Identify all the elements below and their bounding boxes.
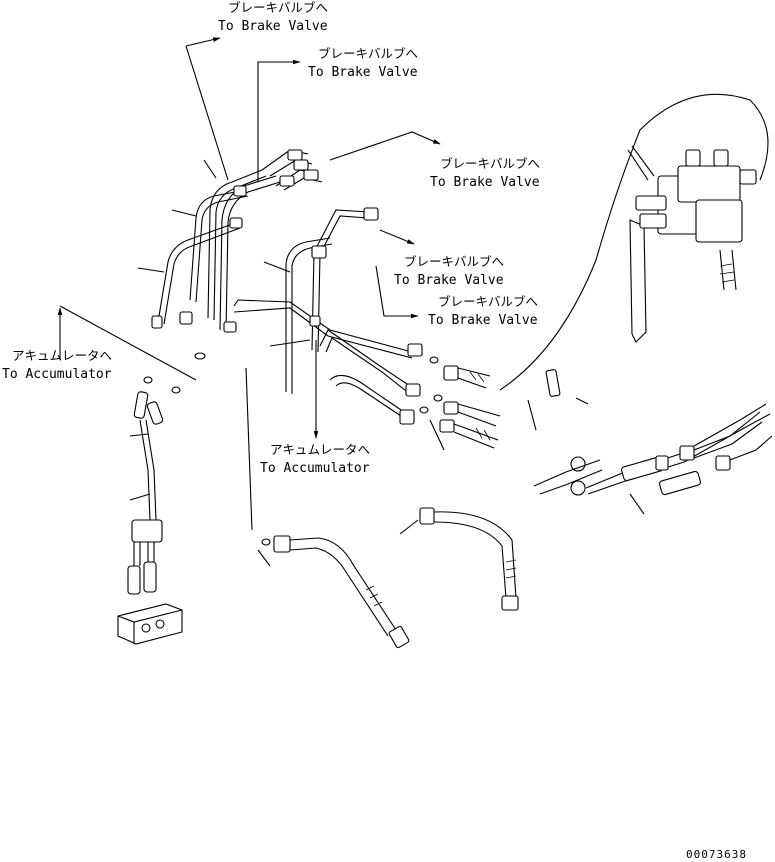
fitting-nut — [405, 383, 421, 397]
fitting-nut — [309, 315, 321, 327]
o-ring — [194, 352, 206, 360]
brake-valve-detail — [499, 93, 769, 391]
clamp — [570, 456, 586, 472]
o-ring — [433, 394, 443, 402]
brake-valve-jp-label: ブレーキバルブへ — [318, 46, 418, 61]
fitting-nut — [151, 315, 163, 329]
arrow-to-brake-valve-3 — [329, 131, 441, 161]
fitting-nut — [293, 159, 309, 171]
fitting-nut — [363, 207, 379, 221]
brake-valve-jp-label: ブレーキバルブへ — [404, 254, 504, 269]
arrow-to-brake-valve-5 — [375, 265, 419, 319]
label-brake-valve-2: ブレーキバルブへ To Brake Valve — [308, 46, 418, 80]
brake-valve-en-label: To Brake Valve — [394, 273, 504, 288]
brake-valve-jp-label: ブレーキバルブへ — [440, 156, 540, 171]
fitting-nut — [287, 149, 303, 161]
pipe-fittings — [143, 149, 443, 546]
fitting-nut — [233, 185, 247, 197]
o-ring — [143, 376, 153, 384]
fitting-nut — [223, 321, 237, 333]
label-brake-valve-3: ブレーキバルブへ To Brake Valve — [430, 156, 540, 190]
label-accumulator-1: アキュムレータへ To Accumulator — [2, 348, 112, 382]
arrow-to-brake-valve-2 — [257, 59, 301, 182]
brake-valve-en-label: To Brake Valve — [218, 19, 328, 34]
brake-valve-en-label: To Brake Valve — [430, 175, 540, 190]
valve-bracket — [629, 219, 647, 343]
fitting-nut — [179, 311, 193, 325]
fitting-nut — [303, 169, 319, 181]
fitting-nut — [279, 175, 295, 187]
o-ring — [171, 386, 181, 394]
manifold-block — [117, 603, 183, 645]
o-ring — [419, 406, 429, 414]
accumulator-jp-label: アキュムレータへ — [270, 442, 370, 457]
right-center-hoses — [419, 365, 519, 611]
label-brake-valve-4: ブレーキバルブへ To Brake Valve — [394, 254, 504, 288]
center-hose — [273, 535, 410, 649]
brake-valve-en-label: To Brake Valve — [428, 313, 538, 328]
part-leader-lines — [129, 159, 645, 567]
arrow-to-brake-valve-1 — [185, 37, 221, 47]
accumulator-jp-label: アキュムレータへ — [12, 348, 112, 363]
drawing-number: 00073638 — [686, 848, 747, 861]
fitting-nut — [399, 409, 415, 425]
label-accumulator-2: アキュムレータへ To Accumulator — [260, 442, 370, 476]
accumulator-en-label: To Accumulator — [260, 461, 370, 476]
clamp — [570, 480, 586, 496]
label-brake-valve-1: ブレーキバルブへ To Brake Valve — [218, 0, 328, 34]
leader-line — [185, 45, 229, 181]
brake-valve-jp-label: ブレーキバルブへ — [228, 0, 328, 15]
right-clamp-assembly — [533, 369, 773, 496]
left-hose-assembly — [117, 391, 183, 645]
brake-valve-en-label: To Brake Valve — [308, 65, 418, 80]
fitting-nut — [229, 217, 243, 229]
o-ring — [261, 538, 271, 546]
arrow-to-brake-valve-4 — [379, 229, 415, 245]
flow-arrows — [57, 37, 441, 439]
o-ring — [429, 356, 439, 364]
tube-bundle-center — [285, 209, 411, 419]
hose-elbow-fitting — [131, 519, 163, 543]
fitting-nut — [407, 343, 423, 357]
accumulator-en-label: To Accumulator — [2, 367, 112, 382]
leader-line — [59, 305, 197, 381]
detail-callout-line — [499, 93, 769, 391]
label-brake-valve-5: ブレーキバルブへ To Brake Valve — [428, 294, 538, 328]
brake-valve-jp-label: ブレーキバルブへ — [438, 294, 538, 309]
fitting-nut — [311, 245, 327, 259]
